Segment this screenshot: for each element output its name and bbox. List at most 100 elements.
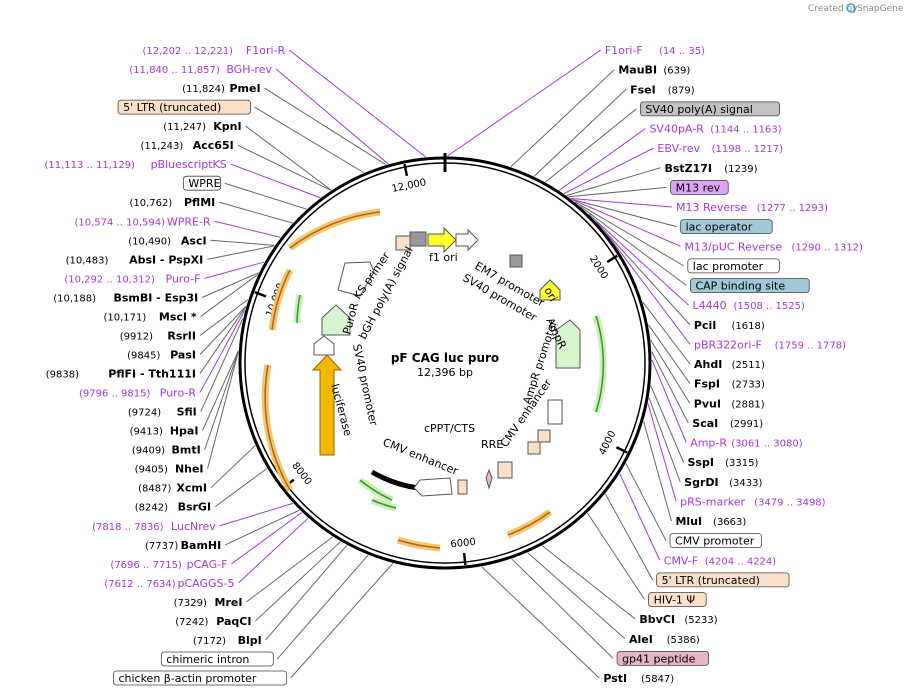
tick-label: 8000: [289, 460, 313, 487]
ori-arrow: [539, 279, 561, 301]
enzyme-position: (5233): [684, 615, 717, 626]
orange-arc-feature-core: [507, 511, 551, 536]
enzyme-position: (10,762): [129, 198, 172, 209]
enzyme-name: KpnI: [213, 120, 241, 133]
primer-position: (1144 .. 1163): [710, 125, 782, 136]
enzyme-label: BsrGI(8242): [135, 501, 211, 514]
orange-arc-feature: [506, 509, 553, 539]
leader-line: [200, 273, 259, 317]
feature-label: CMV promoter: [669, 533, 763, 549]
polyA-box: [409, 231, 427, 247]
primer-name: Puro-R: [160, 387, 197, 400]
tick-mark: [254, 291, 267, 298]
green-arc-feature-core: [595, 315, 605, 413]
leader-line: [481, 566, 600, 679]
feature-label: lac operator: [680, 219, 773, 235]
leader-line: [510, 69, 615, 168]
leader-line: [200, 318, 244, 412]
leader-line: [207, 351, 239, 469]
feature-name: WPRE: [188, 177, 220, 190]
enzyme-label: AhdI(2511): [694, 358, 765, 371]
enzyme-name: MauBI: [618, 64, 657, 77]
leader-line: [207, 245, 275, 260]
orange-arc-feature-core: [271, 269, 291, 331]
enzyme-label: FspI(2733): [694, 378, 765, 391]
enzyme-position: (9413): [130, 427, 163, 438]
enzyme-position: (10,188): [53, 293, 96, 304]
primer-position: (1290 .. 1312): [792, 242, 864, 253]
primer-position: (14 .. 35): [659, 46, 705, 57]
sv40-box: [509, 254, 523, 268]
cmv-enhancer-arc: [370, 469, 419, 491]
tick-mark: [615, 446, 628, 454]
enzyme-position: (3433): [729, 478, 762, 489]
orange-arc-feature-core: [264, 364, 291, 491]
primer-name: Puro-F: [166, 272, 201, 285]
primer-name: pRS-marker: [680, 495, 745, 508]
enzyme-position: (1618): [731, 321, 764, 332]
label-leaders: [199, 49, 691, 679]
enzyme-position: (2991): [730, 419, 763, 430]
leader-line: [541, 545, 636, 620]
cppt-arrow: [413, 477, 453, 497]
enzyme-name: FseI: [630, 83, 656, 96]
feature-box: [616, 650, 710, 666]
orange-arc-feature: [287, 208, 381, 251]
enzyme-label: BamHI(7737): [145, 539, 221, 552]
enzyme-position: (3315): [725, 458, 758, 469]
orange-arc-feature: [261, 364, 294, 492]
leader-line: [650, 385, 684, 463]
enzyme-name: PciI: [694, 319, 716, 332]
enzyme-label: MauBI(639): [618, 64, 690, 77]
enzyme-label: PaqCI(7242): [175, 615, 251, 628]
leader-line: [210, 239, 275, 246]
plasmid-size: 12,396 bp: [417, 366, 473, 379]
enzyme-name: PflMI: [184, 196, 215, 209]
leader-line: [648, 397, 681, 482]
f1-ori-arrow: [427, 226, 457, 254]
leader-line: [650, 339, 691, 404]
credit-text: Created by: [808, 4, 858, 14]
primer-name: CMV-F: [664, 554, 698, 567]
primer-position: (3479 .. 3498): [754, 497, 826, 508]
primer-label: pBluescriptKS(11,113 .. 11,129): [44, 158, 226, 171]
snapgene-logo-icon: [846, 3, 856, 13]
primer-label: pCAGGS-5(7612 .. 7634): [104, 577, 234, 590]
tick-label: 12,000: [391, 177, 427, 195]
leader-line: [511, 558, 614, 659]
enzyme-name: BlpI: [238, 634, 262, 647]
enzyme-name: PvuI: [694, 397, 721, 410]
feature-box: [113, 670, 288, 686]
leader-line: [219, 502, 293, 527]
feature-label: chicken β-actin promoter: [113, 670, 288, 686]
outer-labels: F1ori-F(14 .. 35)MauBI(639)FseI(879)SV40…: [44, 44, 864, 686]
enzyme-name: BbvCI: [639, 613, 675, 626]
tick-mark: [606, 254, 618, 264]
cppt-box: [457, 479, 468, 495]
enzyme-position: (2881): [731, 399, 764, 410]
tick-mark: [403, 163, 409, 177]
leader-line: [210, 445, 256, 489]
enzyme-position: (9838): [46, 370, 79, 381]
feature-name: lac operator: [686, 221, 753, 234]
enzyme-name: PasI: [170, 348, 196, 361]
leader-line: [651, 359, 687, 443]
feature-label: 5' LTR (truncated): [656, 572, 790, 588]
leader-line: [545, 108, 637, 183]
primer-name: BGH-rev: [226, 63, 272, 76]
enzyme-name: XcmI: [176, 482, 207, 495]
primer-position: (4204 .. 4224): [705, 556, 777, 567]
feature-box: [669, 533, 763, 549]
leader-line: [230, 163, 321, 199]
leader-line: [625, 463, 667, 541]
enzyme-name: AscI: [181, 234, 207, 247]
enzyme-position: (10,483): [66, 255, 109, 266]
leader-line: [265, 544, 348, 641]
leader-line: [255, 541, 341, 622]
primer-position: (1759 .. 1778): [775, 340, 847, 351]
enzyme-name: FspI: [694, 378, 720, 391]
leader-line: [588, 213, 689, 306]
enzyme-label: BstZ17I(1239): [664, 162, 757, 175]
feature-name: lac promoter: [693, 260, 764, 273]
primer-label: L4440(1508 .. 1525): [692, 299, 805, 312]
